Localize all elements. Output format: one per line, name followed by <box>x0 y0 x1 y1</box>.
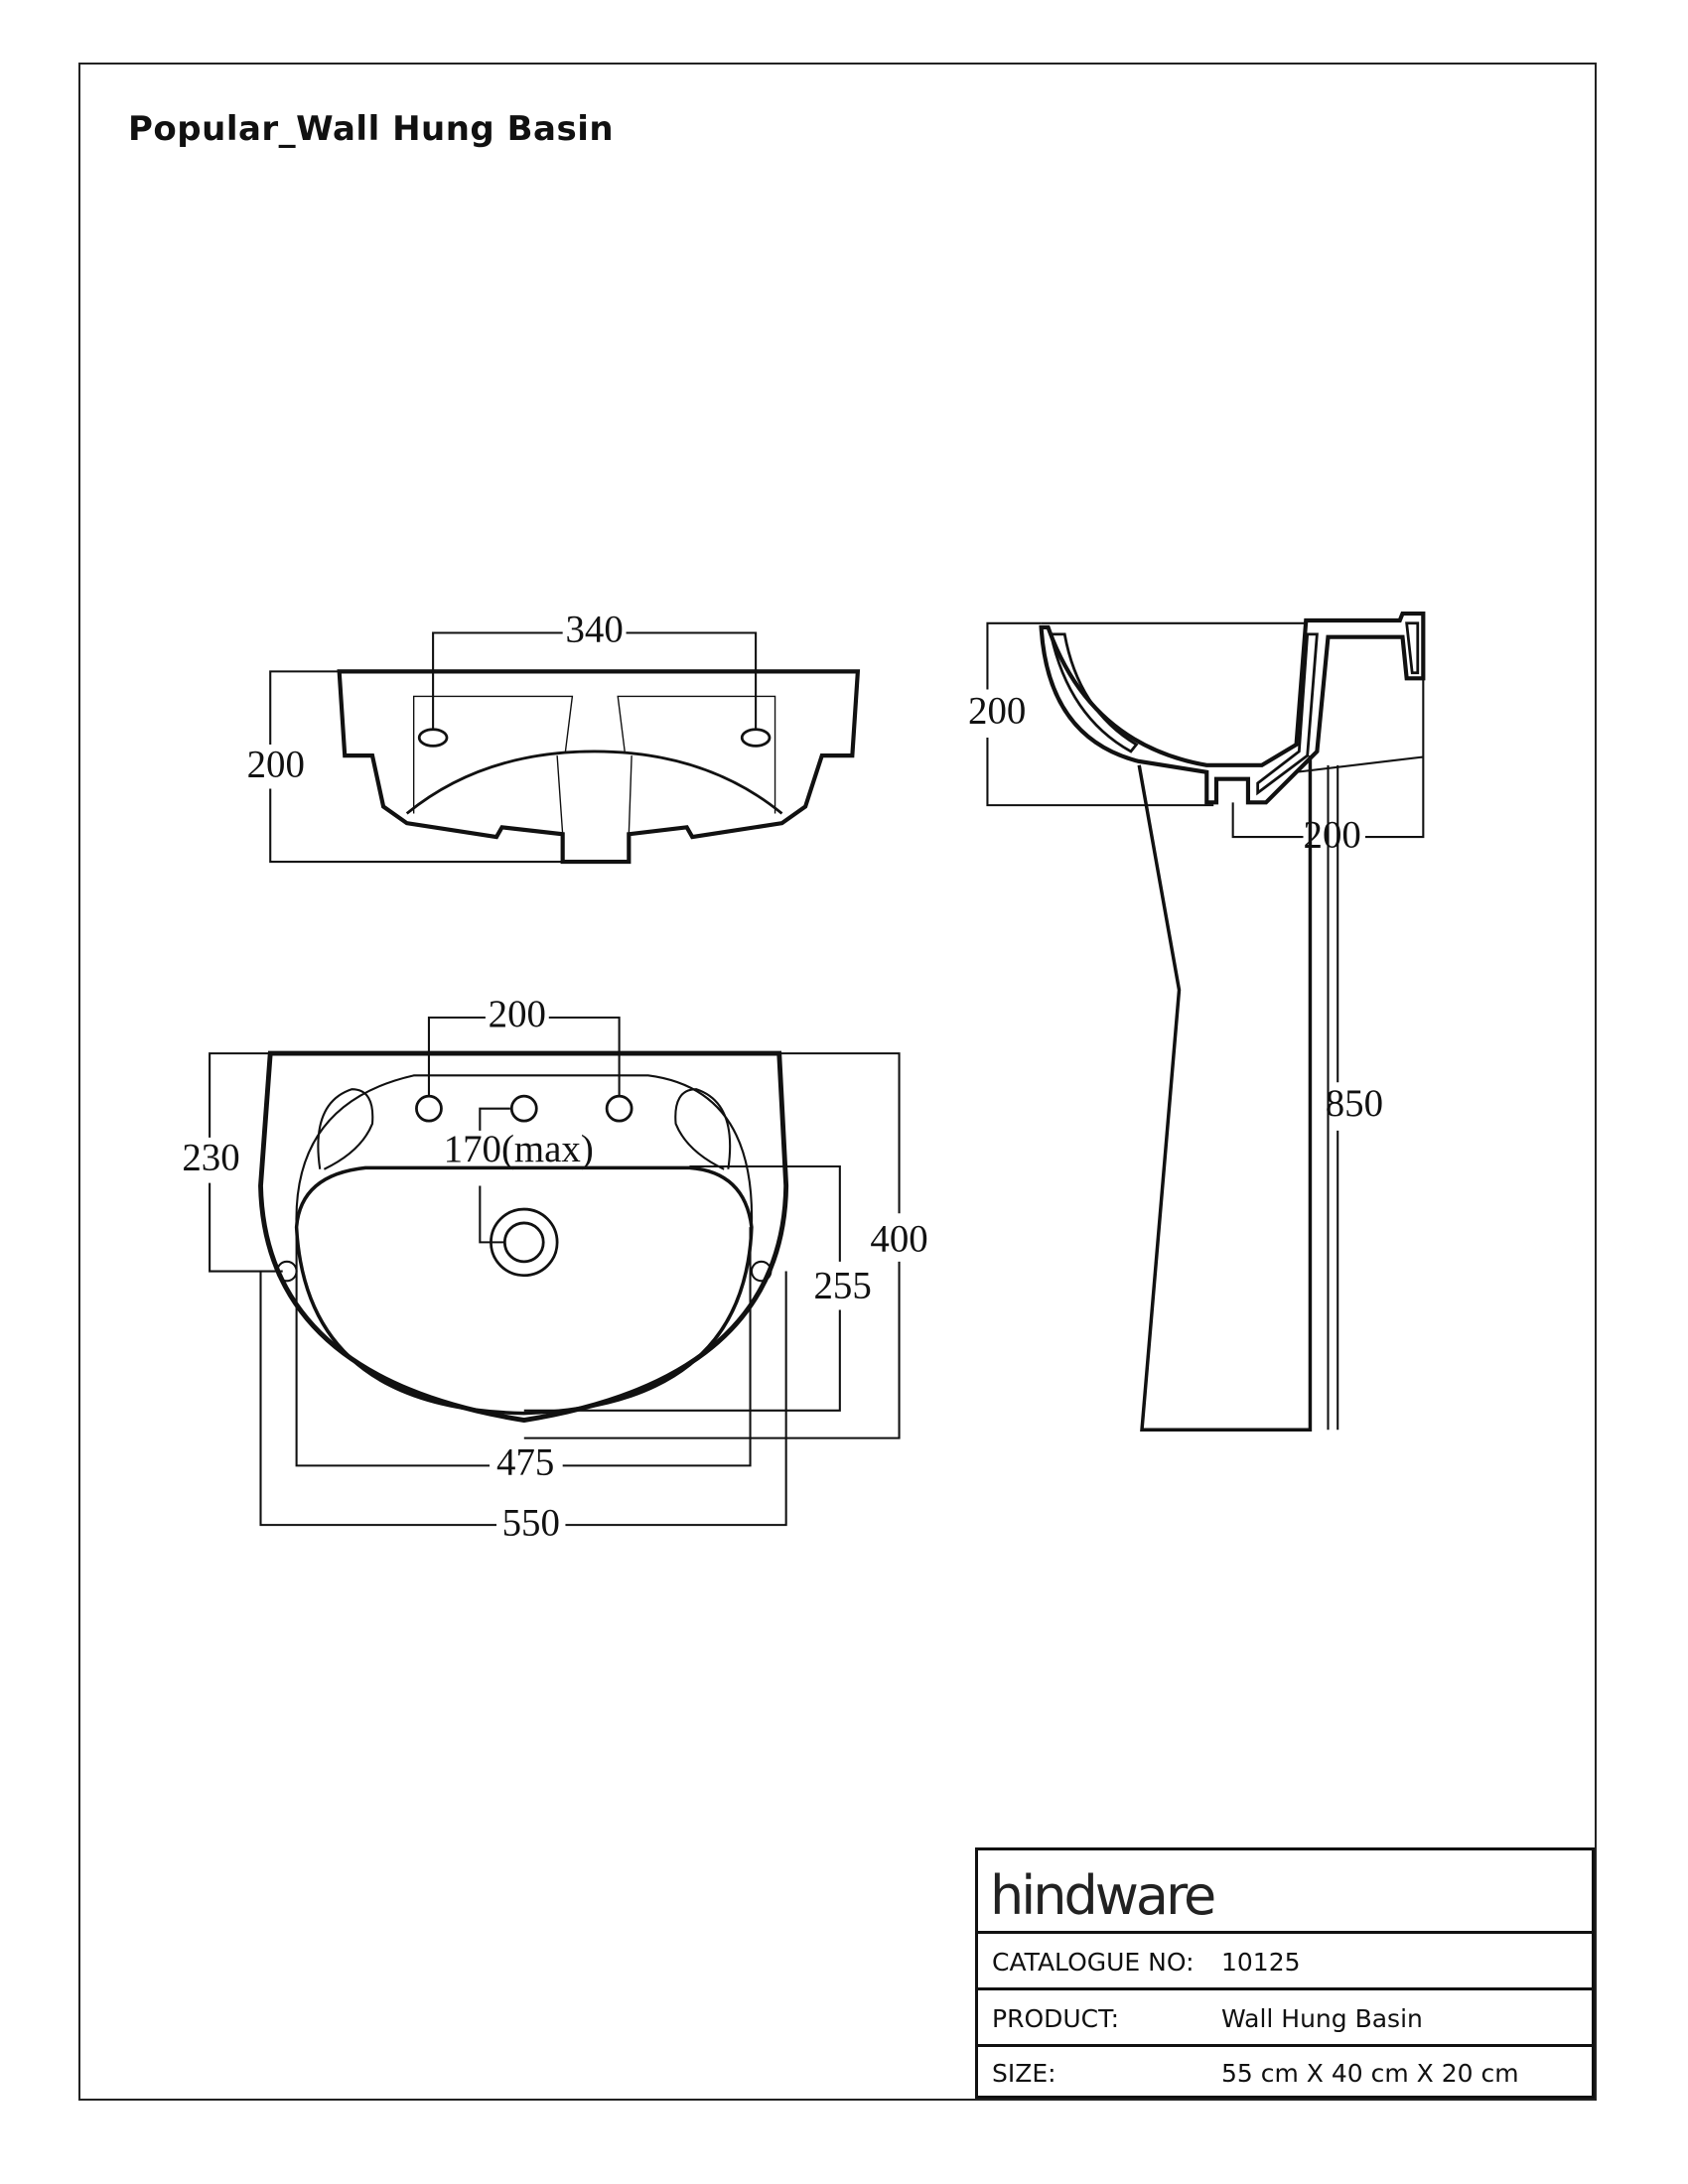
drawing-title: Popular_Wall Hung Basin <box>128 109 615 149</box>
catalogue-row: CATALOGUE NO: 10125 <box>978 1931 1592 1989</box>
dim-plan-width: 550 <box>502 1501 560 1544</box>
front-elevation <box>269 631 861 865</box>
dim-plan-bowl-depth: 255 <box>813 1265 871 1307</box>
side-view <box>986 611 1426 1433</box>
catalogue-value: 10125 <box>1221 1947 1301 1977</box>
dim-plan-fixing-depth: 230 <box>182 1136 239 1178</box>
product-row: PRODUCT: Wall Hung Basin <box>978 1987 1592 2046</box>
brand-logo: hindware <box>990 1864 1216 1927</box>
size-label: SIZE: <box>992 2058 1056 2088</box>
dim-front-tap-spacing: 340 <box>565 608 623 650</box>
size-value: 55 cm X 40 cm X 20 cm <box>1221 2058 1519 2088</box>
title-block: hindware CATALOGUE NO: 10125 PRODUCT: Wa… <box>975 1847 1595 2099</box>
product-label: PRODUCT: <box>992 2003 1120 2033</box>
dim-side-total-height: 850 <box>1326 1082 1383 1125</box>
dim-side-projection: 200 <box>1304 813 1361 856</box>
dim-plan-bowl-width: 475 <box>496 1440 554 1483</box>
plan-view <box>209 1016 901 1527</box>
drawing-frame <box>78 63 1597 2101</box>
dim-plan-waste: 170(max) <box>444 1128 594 1170</box>
size-row: SIZE: 55 cm X 40 cm X 20 cm <box>978 2044 1592 2099</box>
dim-plan-depth: 400 <box>870 1217 927 1260</box>
product-value: Wall Hung Basin <box>1221 2003 1423 2033</box>
catalogue-label: CATALOGUE NO: <box>992 1947 1195 1977</box>
dim-front-height: 200 <box>247 744 305 786</box>
dim-plan-tap-spacing: 200 <box>489 993 546 1035</box>
dim-side-height: 200 <box>968 689 1026 732</box>
